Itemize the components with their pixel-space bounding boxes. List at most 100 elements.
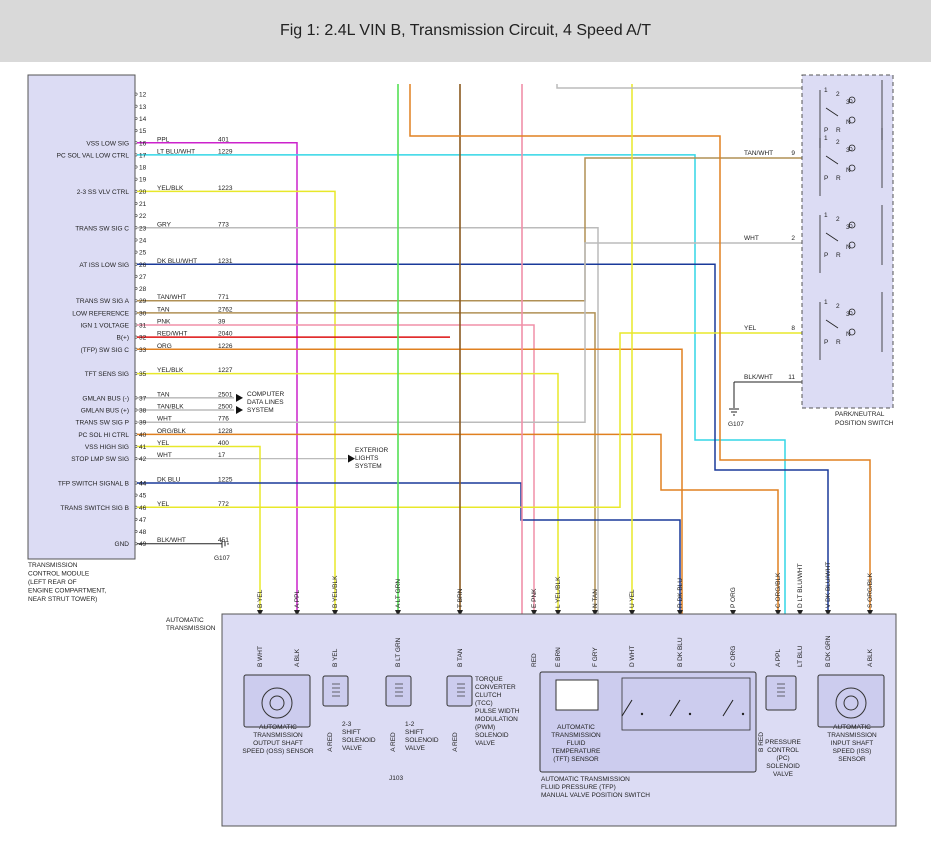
- tcm-pin-name: TRANS SWITCH SIG B: [60, 505, 129, 512]
- wire-pnp-top: [556, 84, 802, 89]
- pnp-contact-label: D: [849, 147, 853, 153]
- tcm-pin-number: 35: [139, 371, 147, 378]
- connector-pin-label: L YEL/BLK: [555, 576, 562, 608]
- pnp-contact-label: 1: [824, 212, 828, 219]
- wire-circuit-number: 1228: [218, 428, 233, 435]
- ss12-label: VALVE: [405, 745, 426, 752]
- tcm-pin-name: TFT SENS SIG: [85, 371, 129, 378]
- splice-label: J103: [389, 775, 403, 782]
- tft-label: FLUID: [567, 740, 586, 747]
- connector-pin-label: R DK BLU: [677, 578, 684, 608]
- connector-arrow-icon: [531, 610, 537, 616]
- ss12-label: 1-2: [405, 721, 415, 728]
- connector-pin-label: A PPL: [294, 590, 301, 608]
- wire-pc-low: [137, 154, 786, 614]
- tcc-label: (TCC): [475, 700, 493, 707]
- tcm-pin-number: 16: [139, 140, 147, 147]
- wire-color-label: ORG: [157, 343, 172, 350]
- pnp-pin-number: 2: [791, 235, 795, 242]
- tcc-label: SOLENOID: [475, 732, 509, 739]
- ss23-label: SOLENOID: [342, 737, 376, 744]
- tcm-pin-number: 28: [139, 286, 147, 293]
- pnp-contact-label: N: [846, 119, 851, 126]
- inner-wire-label: D WHT: [629, 646, 636, 667]
- wire-circuit-number: 2500: [218, 404, 233, 411]
- tcm-pin-name: VSS HIGH SIG: [85, 444, 129, 451]
- tcm-pin-number: 47: [139, 517, 147, 524]
- arrow-icon: [348, 454, 355, 463]
- tft-label: TEMPERATURE: [552, 748, 601, 755]
- tcm-pin-number: 33: [139, 347, 147, 354]
- tcc-label: PULSE WIDTH: [475, 708, 520, 715]
- pnp-lever: [825, 155, 839, 165]
- arrow-icon: [236, 406, 243, 415]
- tcm-pin-number: 45: [139, 493, 147, 500]
- connector-arrow-icon: [730, 610, 736, 616]
- pnp-switch-box: [801, 74, 894, 409]
- iss-label: TRANSMISSION: [827, 732, 877, 739]
- tcm-pin-number: 48: [139, 529, 147, 536]
- pnp-wire-color: BLK/WHT: [744, 374, 773, 381]
- pnp-wire-color: YEL: [744, 325, 757, 332]
- tcm-label: (LEFT REAR OF: [28, 579, 77, 586]
- wire-color-label: WHT: [157, 452, 172, 459]
- connector-pin-label: S ORG/BLK: [867, 572, 874, 608]
- pnp-contact-label: 2: [836, 216, 840, 223]
- sensor-gear-icon: [261, 687, 293, 719]
- pnp-lever: [825, 232, 839, 242]
- wire-circuit-number: 772: [218, 501, 229, 508]
- pnp-contact-label: P: [824, 127, 828, 134]
- tcm-pin-number: 31: [139, 323, 147, 330]
- pc-label: CONTROL: [767, 747, 799, 754]
- tcm-pin-name: GND: [115, 541, 130, 548]
- pnp-contact-label: 3: [846, 147, 850, 154]
- inner-wire-label: F GRY: [592, 647, 599, 667]
- wire-color-label: TAN/BLK: [157, 404, 184, 411]
- tcm-pin-number: 17: [139, 152, 147, 159]
- tcm-pin-number: 19: [139, 177, 147, 184]
- tcm-label: CONTROL MODULE: [28, 571, 90, 578]
- pnp-contact-label: 1: [824, 87, 828, 94]
- tcm-pin-number: 12: [139, 92, 147, 99]
- inner-wire-label: RED: [531, 653, 538, 667]
- pnp-contact-icon: [848, 308, 856, 316]
- boxes-layer: [27, 74, 897, 827]
- pnp-switch-label: PARK/NEUTRAL: [835, 411, 885, 418]
- ss23-solenoid-box: [322, 675, 349, 707]
- pnp-contact-icon: [848, 164, 856, 172]
- wire-low-ref: [137, 312, 596, 614]
- tcm-pin-name: TFP SWITCH SIGNAL B: [58, 480, 129, 487]
- tcm-pin-name: VSS LOW SIG: [86, 140, 129, 147]
- wire-circuit-number: 400: [218, 440, 229, 447]
- iss-label: AUTOMATIC: [833, 724, 871, 731]
- pnp-lever: [825, 319, 839, 329]
- tcc-label: MODULATION: [475, 716, 518, 723]
- wire-color-label: ORG/BLK: [157, 428, 187, 435]
- wire-color-label: YEL/BLK: [157, 185, 184, 192]
- inner-wire-label: C ORG: [730, 646, 737, 667]
- wire-circuit-number: 773: [218, 221, 229, 228]
- tfp-switch-bank: [621, 677, 751, 731]
- oss-sensor-box: [243, 674, 311, 728]
- wire-circuit-number: 17: [218, 452, 226, 459]
- wire-color-label: LT BLU/WHT: [157, 148, 195, 155]
- tcm-pin-name: GMLAN BUS (+): [81, 408, 129, 415]
- tcc-label: CONVERTER: [475, 684, 516, 691]
- tft-label: (TFT) SENSOR: [553, 756, 599, 763]
- ss12-solenoid-box: [385, 675, 412, 707]
- tcc-label: TORQUE: [475, 676, 503, 683]
- wire-color-label: TAN/WHT: [157, 294, 186, 301]
- tft-label: AUTOMATIC: [557, 724, 595, 731]
- pnp-contact-label: 3: [846, 224, 850, 231]
- connector-arrow-icon: [592, 610, 598, 616]
- inner-wire-label: B DK BLU: [677, 637, 684, 667]
- tcm-pin-number: 38: [139, 408, 147, 415]
- ss12-label: SOLENOID: [405, 737, 439, 744]
- pnp-wire-color: WHT: [744, 235, 759, 242]
- pnp-contact-label: R: [836, 127, 841, 134]
- red-pin-label: A RED: [390, 732, 397, 752]
- wire-color-label: YEL: [157, 501, 170, 508]
- tcm-pin-name: IGN 1 VOLTAGE: [80, 323, 129, 330]
- tcm-pin-number: 39: [139, 420, 147, 427]
- red-pin-label: A RED: [327, 732, 334, 752]
